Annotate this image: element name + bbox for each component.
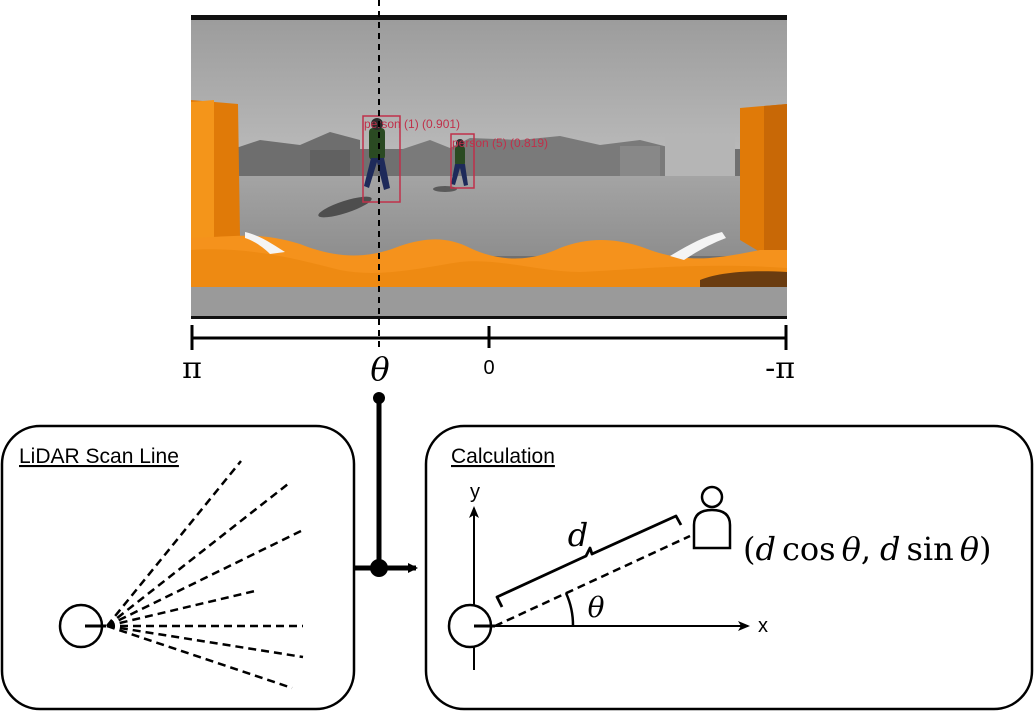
detection-box: person (1) (0.901): [362, 115, 460, 203]
person-figure: [364, 118, 390, 190]
formula-close-paren: ): [979, 530, 991, 568]
person-shadow: [318, 196, 372, 218]
formula-d: d: [880, 530, 900, 568]
angle-axis: [190, 325, 788, 350]
scan-lines: [106, 460, 304, 690]
formula-sin: sin: [907, 530, 954, 568]
axis-label-pi: π: [182, 351, 202, 386]
calc-panel-title: Calculation: [451, 445, 555, 468]
axis-label-theta: θ: [370, 350, 389, 388]
formula-cos: cos: [782, 530, 836, 568]
panorama-image: [191, 15, 787, 319]
vehicle-body: [191, 100, 787, 287]
detection-label: person (5) (0.819): [452, 136, 548, 150]
lidar-sensor-icon: [58, 603, 106, 649]
lidar-sensor-icon: [447, 603, 495, 649]
person-shadow: [433, 186, 457, 192]
formula-theta: θ: [842, 530, 861, 568]
lidar-panel-title: LiDAR Scan Line: [19, 445, 179, 468]
formula-d: d: [755, 530, 775, 568]
formula-theta: θ: [960, 530, 979, 568]
junction-dot: [370, 559, 388, 577]
detection-label: person (1) (0.901): [364, 117, 460, 131]
buildings: [230, 132, 735, 180]
detection-box: person (5) (0.819): [450, 133, 548, 189]
angle-arc: [564, 592, 575, 627]
range-ray: [494, 534, 691, 628]
distance-bracket: [495, 514, 683, 608]
distance-label: d: [568, 516, 588, 554]
x-axis-label: x: [758, 615, 768, 637]
axis-label-neg-pi: -π: [765, 351, 795, 386]
angle-label: θ: [588, 591, 605, 624]
formula-comma: ,: [861, 530, 871, 568]
junction-dot: [373, 392, 385, 404]
formula-open-paren: (: [743, 530, 755, 568]
person-icon: [692, 485, 732, 550]
person-figure: [451, 139, 468, 186]
lidar-panel: LiDAR Scan Line: [0, 424, 356, 711]
y-axis-label: y: [470, 481, 480, 503]
axis-label-zero: 0: [483, 357, 494, 379]
